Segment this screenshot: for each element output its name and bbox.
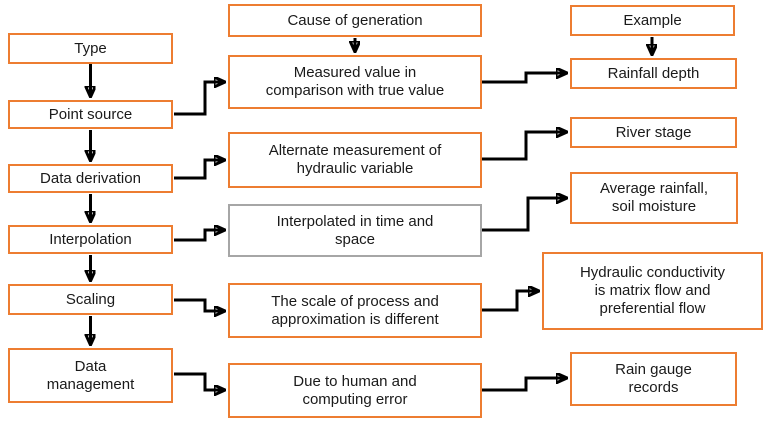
node-river-stage: River stage	[570, 117, 737, 148]
node-rainfall-depth: Rainfall depth	[570, 58, 737, 89]
arrow-datamanagement-humanerror	[174, 372, 224, 390]
node-interpolated: Interpolated in time and space	[228, 204, 482, 257]
header-cause-of-generation: Cause of generation	[228, 4, 482, 37]
node-point-source: Point source	[8, 100, 173, 129]
node-alternate-measurement: Alternate measurement of hydraulic varia…	[228, 132, 482, 188]
arrow-pointsource-measured	[174, 82, 224, 116]
arrow-dataderivation-alternate	[174, 160, 224, 180]
node-scaling: Scaling	[8, 284, 173, 315]
node-measured-value: Measured value in comparison with true v…	[228, 55, 482, 109]
node-scale-process: The scale of process and approximation i…	[228, 283, 482, 338]
node-human-error: Due to human and computing error	[228, 363, 482, 418]
node-data-derivation: Data derivation	[8, 164, 173, 193]
arrow-interpolated-averagerainfall	[481, 198, 566, 232]
arrow-scaling-scaleprocess	[174, 298, 224, 311]
arrow-measured-rainfalldepth	[481, 73, 566, 84]
header-example: Example	[570, 5, 735, 36]
arrow-alternate-riverstage	[481, 132, 566, 161]
node-rain-gauge: Rain gauge records	[570, 352, 737, 406]
arrow-humanerror-raingauge	[481, 378, 566, 392]
node-interpolation: Interpolation	[8, 225, 173, 254]
node-data-management: Data management	[8, 348, 173, 403]
arrow-scaleprocess-hydraulic	[481, 291, 538, 312]
node-type: Type	[8, 33, 173, 64]
node-hydraulic-conductivity: Hydraulic conductivity is matrix flow an…	[542, 252, 763, 330]
arrow-interpolation-interpolated	[174, 230, 224, 242]
node-average-rainfall: Average rainfall, soil moisture	[570, 172, 738, 224]
